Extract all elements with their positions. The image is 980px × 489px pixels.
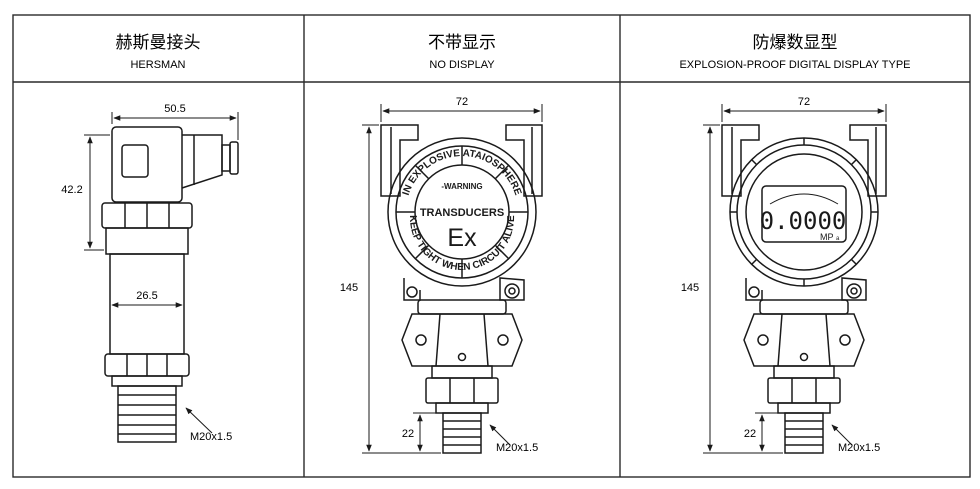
lcd-readout: 0.0000 MP a	[760, 207, 847, 242]
right-bracket	[505, 124, 543, 197]
header-title: 防爆数显型	[753, 33, 838, 53]
bottom-dimension-label: 22	[402, 428, 414, 440]
thread-fitting	[442, 412, 482, 454]
no-display-dimensions	[362, 104, 543, 454]
hersman-dimensions	[84, 112, 239, 434]
header-title: 不带显示	[428, 33, 496, 53]
connector-plug	[181, 134, 223, 189]
header-digital-display: 防爆数显型 EXPLOSION-PROOF DIGITAL DISPLAY TY…	[679, 33, 910, 71]
body-dimension-label: 26.5	[136, 290, 157, 302]
left-bracket	[380, 124, 419, 197]
height-dimension-label: 42.2	[61, 184, 82, 196]
no-display-transmitter-drawing	[380, 124, 543, 454]
header-no-display: 不带显示 NO DISPLAY	[428, 33, 496, 71]
thread-spec-label: M20x1.5	[838, 442, 880, 454]
digital-display-transmitter-drawing	[721, 124, 887, 454]
thread-fitting	[784, 412, 824, 454]
housing-outer-ring	[387, 137, 537, 287]
thread-spec-label: M20x1.5	[496, 442, 538, 454]
left-bracket	[721, 124, 760, 197]
hersman-transmitter-drawing	[101, 126, 239, 443]
header-title: 赫斯曼接头	[116, 33, 201, 53]
lcd-unit: MP	[820, 232, 834, 242]
lcd-unit-small: a	[836, 236, 840, 242]
height-dimension-label: 145	[681, 282, 699, 294]
cap-brand-text: TRANSDUCERS	[420, 207, 504, 219]
height-dimension-label: 145	[340, 282, 358, 294]
width-dimension-label: 72	[798, 96, 810, 108]
thread-fitting	[117, 385, 177, 443]
width-dimension-label: 50.5	[164, 103, 185, 115]
width-dimension-label: 72	[456, 96, 468, 108]
header-hersman: 赫斯曼接头 HERSMAN	[116, 33, 201, 71]
right-bracket	[849, 124, 887, 197]
thread-spec-label: M20x1.5	[190, 431, 232, 443]
table-frame	[12, 14, 971, 478]
digital-display-dimensions	[703, 104, 887, 454]
cap-warning-text: -WARNING	[441, 182, 482, 191]
junction-body	[743, 313, 865, 367]
sensor-body	[109, 253, 185, 355]
header-subtitle: EXPLOSION-PROOF DIGITAL DISPLAY TYPE	[679, 59, 910, 71]
ex-mark: Ex	[447, 224, 477, 252]
connector-housing	[111, 126, 183, 203]
lcd-screen	[761, 185, 847, 243]
connector-window	[121, 144, 149, 178]
lcd-value: 0.0000	[760, 207, 847, 235]
header-subtitle: HERSMAN	[130, 59, 185, 71]
junction-body	[401, 313, 523, 367]
bottom-dimension-label: 22	[744, 428, 756, 440]
header-subtitle: NO DISPLAY	[429, 59, 495, 71]
